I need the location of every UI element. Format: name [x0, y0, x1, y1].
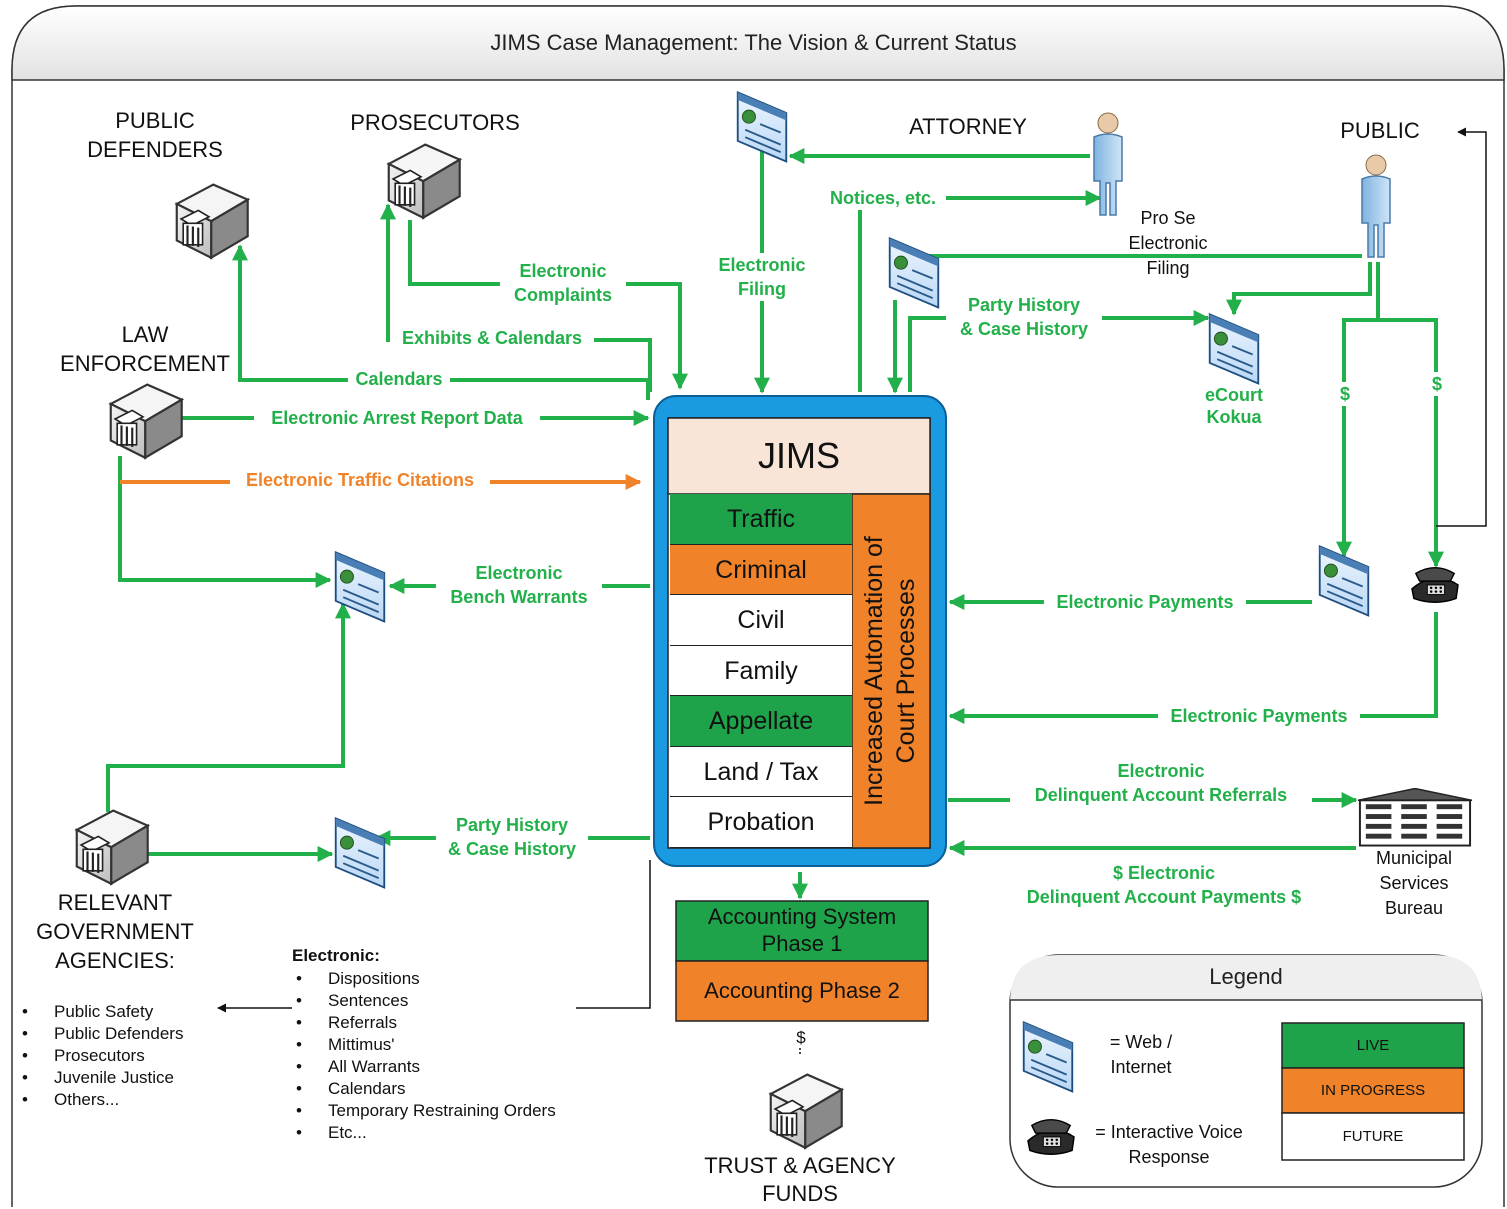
agencies-list-item: Juvenile Justice — [18, 1067, 183, 1089]
delinquent-payments-label: $ Electronic Delinquent Account Payments… — [1000, 861, 1328, 909]
electronic-list-item: Etc... — [292, 1122, 556, 1144]
agencies-list-item: Others... — [18, 1089, 183, 1111]
legend-future-swatch — [1281, 1112, 1465, 1161]
agencies-list: Public SafetyPublic DefendersProsecutors… — [18, 1001, 183, 1111]
trust-funds-server-icon — [769, 1073, 843, 1149]
legend-title: Legend — [1209, 964, 1283, 989]
jims-side-label-line1: Increased Automation of — [860, 536, 888, 806]
agencies-server-icon — [75, 809, 149, 885]
municipal-building-icon — [1356, 788, 1474, 847]
agencies-list-item: Prosecutors — [18, 1045, 183, 1067]
legend-in-progress-label: IN PROGRESS — [1320, 1082, 1426, 1099]
public-person-icon — [1361, 154, 1391, 258]
ecourt-label: eCourt Kokua — [1205, 385, 1263, 427]
legend-future-label: FUTURE — [1342, 1128, 1404, 1145]
notices-label: Notices, etc. — [820, 186, 946, 210]
agencies-list-item: Public Defenders — [18, 1023, 183, 1045]
jims-module-family: Family — [670, 645, 852, 696]
payments-web-icon — [1318, 545, 1370, 617]
electronic-list-item: Referrals — [292, 1012, 556, 1034]
party-history-bottom-label: Party History & Case History — [436, 813, 588, 861]
party-history-top-label: Party History & Case History — [946, 293, 1102, 341]
electronic-list-item: Temporary Restraining Orders — [292, 1100, 556, 1122]
electronic-list: DispositionsSentencesReferralsMittimus'A… — [292, 968, 556, 1144]
legend-telephone-icon — [1027, 1118, 1075, 1155]
legend-web-text: = Web / Internet — [1109, 1032, 1173, 1077]
arrest-report-label: Electronic Arrest Report Data — [254, 406, 540, 430]
pro-se-web-icon — [888, 237, 940, 309]
prosecutors-server-icon — [387, 143, 461, 219]
payments-2-label: Electronic Payments — [1158, 704, 1360, 728]
party-history-web-icon — [334, 817, 386, 889]
accounting-phase1-label: Accounting System Phase 1 — [707, 904, 897, 956]
ecourt-web-icon — [1208, 313, 1260, 385]
jims-module-civil: Civil — [670, 595, 852, 646]
law-enforcement-server-icon — [109, 383, 183, 459]
electronic-list-item: Mittimus' — [292, 1034, 556, 1056]
electronic-list-item: Sentences — [292, 990, 556, 1012]
jims-module-criminal: Criminal — [670, 544, 852, 595]
municipal-label: Municipal Services Bureau — [1375, 848, 1453, 918]
legend-live-swatch — [1281, 1022, 1465, 1069]
legend-live-label: LIVE — [1356, 1037, 1390, 1054]
attorney-web-icon — [736, 91, 788, 163]
delinquent-referrals-label: Electronic Delinquent Account Referrals — [1010, 759, 1312, 807]
calendars-label: Calendars — [348, 367, 450, 391]
jims-title: JIMS — [757, 435, 840, 476]
trust-funds-label: TRUST & AGENCY FUNDS — [704, 1153, 896, 1206]
electronic-list-item: Calendars — [292, 1078, 556, 1100]
jims-side-label-line2: Court Processes — [892, 579, 920, 764]
jims-module-land-tax: Land / Tax — [670, 746, 852, 797]
jims-module-appellate: Appellate — [670, 696, 852, 747]
accounting-phase1-box — [675, 900, 929, 962]
jims-module-probation: Probation — [670, 797, 852, 848]
traffic-citations-label: Electronic Traffic Citations — [230, 470, 490, 491]
electronic-list-item: All Warrants — [292, 1056, 556, 1078]
jims-module-traffic: Traffic — [670, 494, 852, 545]
accounting-phase2-box — [675, 960, 929, 1022]
law-enforcement-label: LAW ENFORCEMENT — [60, 322, 230, 376]
electronic-list-item: Dispositions — [292, 968, 556, 990]
accounting-phase2-label: Accounting Phase 2 — [704, 978, 900, 1003]
electronic-filing-label: Electronic Filing — [706, 253, 818, 301]
attorney-label: ATTORNEY — [909, 114, 1027, 139]
public-label: PUBLIC — [1340, 118, 1420, 143]
dollar-trust-label: $ — [796, 1028, 806, 1047]
electronic-list-heading: Electronic: — [292, 946, 380, 965]
dollar-2-label: $ — [1426, 372, 1448, 396]
prosecutors-label: PROSECUTORS — [350, 110, 520, 135]
dollar-1-label: $ — [1334, 382, 1356, 406]
legend-ivr-text: = Interactive Voice Response — [1095, 1122, 1243, 1167]
agencies-label: RELEVANT GOVERNMENT AGENCIES: — [36, 890, 194, 973]
public-defenders-server-icon — [175, 183, 249, 259]
page-title: JIMS Case Management: The Vision & Curre… — [490, 30, 1017, 55]
public-defenders-label: PUBLIC DEFENDERS — [87, 108, 223, 162]
agencies-list-item: Public Safety — [18, 1001, 183, 1023]
payments-1-label: Electronic Payments — [1044, 590, 1246, 614]
pro-se-label: Pro Se Electronic Filing — [1128, 208, 1208, 278]
exhibits-calendars-label: Exhibits & Calendars — [390, 326, 594, 350]
electronic-complaints-label: Electronic Complaints — [500, 259, 626, 307]
bench-warrants-label: Electronic Bench Warrants — [436, 561, 602, 609]
ivr-telephone-icon — [1411, 566, 1459, 603]
